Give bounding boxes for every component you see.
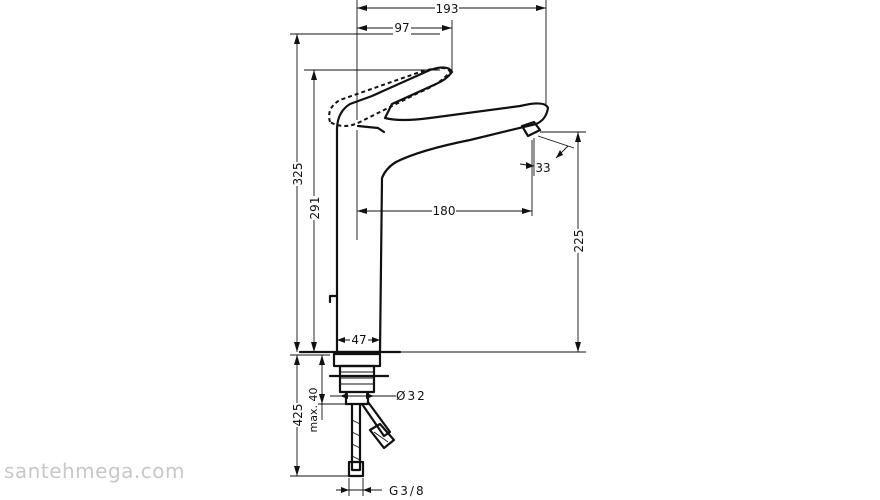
- dim-handle-reach: 97: [394, 21, 409, 35]
- handle-alternate-position: [328, 67, 452, 127]
- supply-hoses: [347, 400, 396, 478]
- dim-spout-projection: 180: [433, 204, 456, 218]
- dimension-labels: 193 97 325 291 180 225 33 47 Ø32 G3/8 42…: [290, 1, 586, 498]
- dim-outlet-height: 225: [572, 230, 586, 253]
- dim-hole-diameter: Ø32: [396, 389, 427, 403]
- faucet-body: [328, 66, 550, 354]
- dim-thread: G3/8: [389, 484, 426, 498]
- dim-hose-length: 425: [291, 404, 305, 427]
- dim-base-width: 47: [351, 333, 366, 347]
- dim-deck-thickness: max. 40: [307, 388, 320, 433]
- dim-spray-angle: 33: [535, 161, 550, 175]
- dim-total-height: 325: [291, 163, 305, 186]
- dim-overall-reach: 193: [436, 2, 459, 16]
- dim-spout-height: 291: [308, 197, 322, 220]
- dimension-lines: [290, 0, 586, 496]
- watermark-text: santehmega.com: [4, 459, 185, 483]
